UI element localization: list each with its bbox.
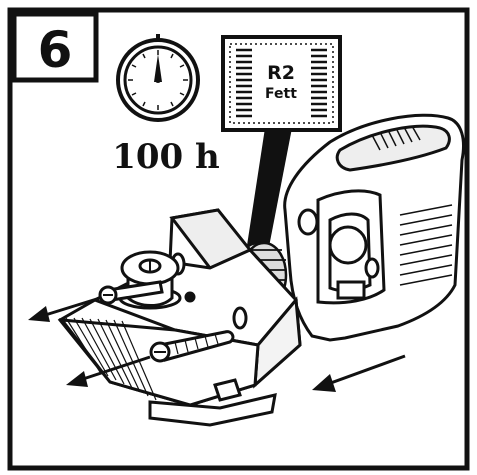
- step-number: 6: [38, 21, 73, 79]
- interval-duration: 100 h: [112, 137, 220, 177]
- clock-icon: [116, 34, 200, 122]
- grease-code: R2: [267, 62, 295, 84]
- cutting-head: [57, 208, 302, 427]
- grease-name: Fett: [265, 86, 297, 102]
- arrow-attach-direction: [312, 354, 406, 392]
- grease-label-icon: R2 Fett: [221, 35, 342, 132]
- arrow-screw-top: [28, 296, 101, 322]
- arrow-screw-bottom: [66, 355, 151, 387]
- callout-pointer: [246, 128, 292, 252]
- step-number-box: 6: [11, 11, 99, 83]
- clipper-body: [283, 113, 465, 342]
